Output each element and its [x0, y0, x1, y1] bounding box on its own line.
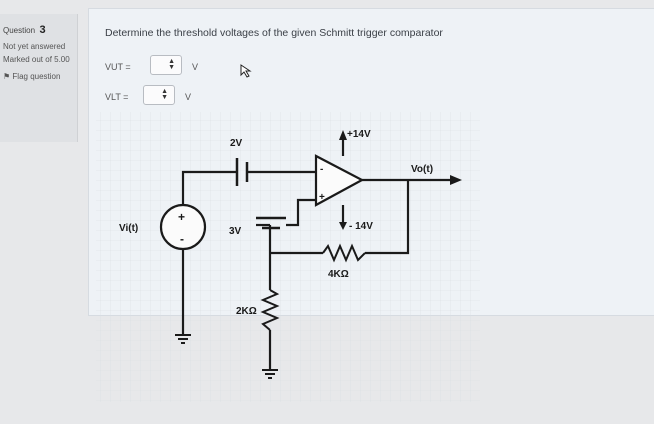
r-ground-label: 2KΩ	[236, 306, 257, 317]
voltage-source: + -	[159, 203, 207, 251]
question-text: Determine the threshold voltages of the …	[105, 27, 443, 39]
resistor-2k	[260, 289, 280, 331]
stepper-arrows-icon: ▲▼	[161, 88, 168, 101]
vlt-unit: V	[185, 92, 192, 102]
vminus-label: - 14V	[349, 221, 373, 232]
vut-answer-select[interactable]: ▲▼	[150, 55, 182, 75]
capacitor-3v	[256, 216, 286, 230]
question-info-panel: Question 3 Not yet answered Marked out o…	[0, 14, 78, 142]
ground-icon	[175, 334, 191, 344]
capacitor-2v	[235, 158, 249, 186]
ground-icon	[262, 369, 278, 379]
vlt-answer-select[interactable]: ▲▼	[143, 85, 175, 105]
vplus-label: +14V	[347, 129, 371, 140]
r-feedback-label: 4KΩ	[328, 269, 349, 280]
flag-icon: ⚑	[3, 72, 11, 81]
output-arrow-icon	[450, 175, 462, 185]
question-label: Question	[3, 26, 36, 35]
flag-question-label: Flag question	[12, 72, 61, 81]
cap-2v-label: 2V	[230, 138, 243, 149]
question-number: 3	[39, 24, 46, 36]
output-label: Vo(t)	[411, 164, 433, 175]
source-plus-label: +	[178, 210, 185, 224]
stepper-arrows-icon: ▲▼	[168, 58, 175, 71]
opamp-plus-label: +	[319, 192, 325, 203]
supply-arrow-down-icon	[339, 222, 347, 230]
vut-unit: V	[192, 62, 199, 72]
answer-status: Not yet answered	[3, 42, 66, 51]
supply-arrow-up-icon	[339, 130, 347, 140]
vut-label: VUT =	[105, 62, 131, 72]
opamp-minus-label: -	[320, 164, 323, 175]
mouse-cursor-icon	[240, 64, 252, 78]
source-label: Vi(t)	[119, 223, 138, 234]
vlt-label: VLT =	[105, 92, 129, 102]
cap-3v-label: 3V	[229, 226, 242, 237]
op-amp	[314, 154, 365, 207]
marks-info: Marked out of 5.00	[3, 55, 70, 64]
circuit-wires	[181, 140, 452, 370]
source-minus-label: -	[180, 232, 184, 246]
resistor-4k	[322, 243, 366, 263]
grid-background	[96, 112, 480, 402]
flag-question-link[interactable]: ⚑ Flag question	[3, 72, 77, 81]
